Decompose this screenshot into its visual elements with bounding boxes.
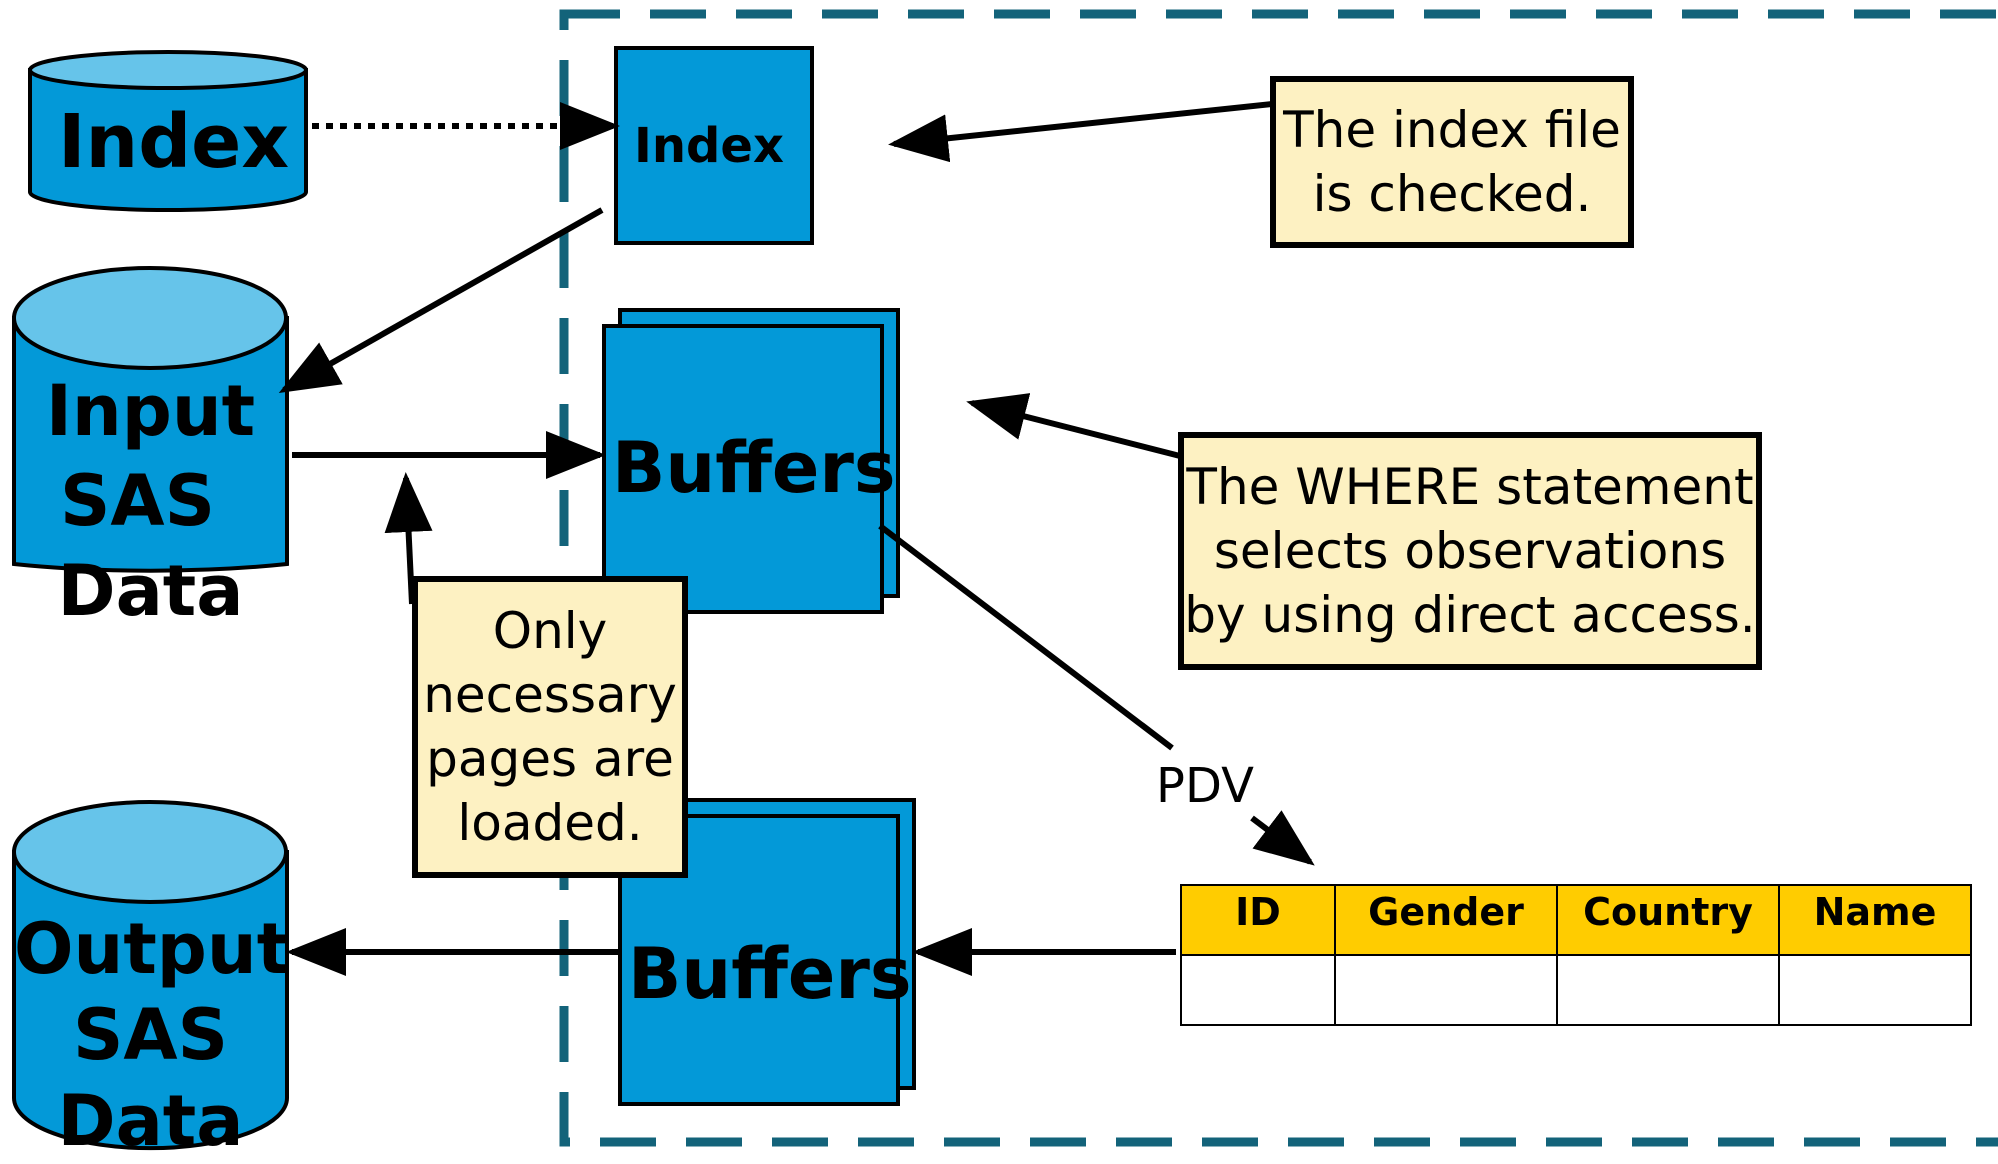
index-checked-note: The index file is checked. xyxy=(1270,76,1634,248)
index-cylinder-label: Index xyxy=(58,99,290,185)
pdv-table: ID Gender Country Name xyxy=(1180,884,1972,1026)
pdv-column-header: Gender xyxy=(1334,884,1558,956)
pdv-cell xyxy=(1334,954,1558,1026)
input-dataset-cylinder xyxy=(12,266,289,573)
pdv-column-header: ID xyxy=(1180,884,1336,956)
output-label-line: SAS xyxy=(72,994,228,1076)
input-buffers-stack xyxy=(602,308,900,614)
output-buffers-stack xyxy=(618,798,916,1106)
pdv-label: PDV xyxy=(1156,758,1254,814)
input-buffers-label: Buffers xyxy=(612,427,896,509)
pdv-cell xyxy=(1180,954,1336,1026)
index-memory-label: Index xyxy=(634,118,784,174)
pages-loaded-note: Only necessary pages are loaded. xyxy=(412,576,688,878)
output-dataset-cylinder xyxy=(12,800,289,1151)
where-note-pointer xyxy=(966,393,1181,459)
pdv-header-row: ID Gender Country Name xyxy=(1180,884,1972,956)
output-label-line: Output xyxy=(14,908,291,990)
input-label-line: SAS xyxy=(59,460,215,542)
pages-note-pointer xyxy=(384,472,433,605)
output-label-line: Data xyxy=(57,1080,244,1162)
pdv-column-header: Country xyxy=(1556,884,1780,956)
pdv-column-header: Name xyxy=(1778,884,1972,956)
pdv-label-arrow xyxy=(1250,810,1315,866)
pdv-cell xyxy=(1556,954,1780,1026)
pdv-value-row xyxy=(1180,954,1972,1026)
index-note-pointer xyxy=(888,101,1273,163)
where-statement-note: The WHERE statement selects observations… xyxy=(1178,432,1762,670)
index-to-input-arrow xyxy=(278,207,604,393)
buffers-to-pdv-line xyxy=(878,523,1174,751)
pdv-cell xyxy=(1778,954,1972,1026)
input-label-line: Data xyxy=(57,550,244,632)
index-file-cylinder xyxy=(28,50,308,212)
output-cylinder-label: Output SAS Data xyxy=(14,906,291,1164)
index-memory-box xyxy=(614,46,814,245)
output-buffers-label: Buffers xyxy=(628,933,912,1015)
input-label-line: Input xyxy=(45,370,256,452)
input-cylinder-label: Input SAS Data xyxy=(14,366,287,636)
